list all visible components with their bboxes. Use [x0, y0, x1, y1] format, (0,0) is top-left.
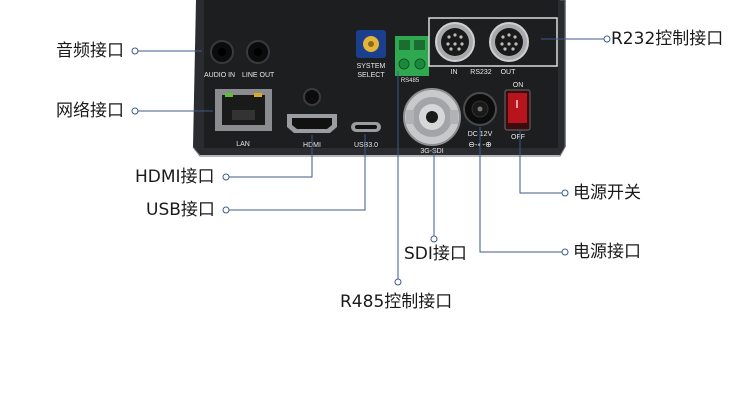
- rs485-label: RS485: [401, 78, 420, 84]
- leader-usb: [228, 134, 366, 211]
- callout-audio: 音频接口: [56, 41, 124, 61]
- audio-in-jack: [210, 40, 234, 64]
- dot-audio: [131, 47, 139, 55]
- leader-power-port: [479, 127, 563, 253]
- callout-power-switch: 电源开关: [573, 183, 641, 203]
- dot-rs485: [394, 278, 402, 286]
- leader-hdmi: [228, 135, 313, 178]
- leader-dots: [131, 35, 611, 286]
- leader-lines: [138, 38, 605, 280]
- dot-network: [131, 107, 139, 115]
- system-select-dial: [356, 30, 386, 58]
- rs232-in-port: [435, 22, 475, 62]
- callout-hdmi: HDMI接口: [135, 167, 215, 187]
- dot-usb: [222, 206, 230, 214]
- usb-label: USB3.0: [354, 142, 378, 149]
- on-label: ON: [513, 82, 524, 89]
- out-label: OUT: [501, 69, 517, 76]
- sdi-bnc-port: [403, 88, 461, 146]
- callout-sdi: SDI接口: [404, 244, 467, 264]
- dot-rs232: [603, 35, 611, 43]
- power-switch: [504, 89, 531, 131]
- dot-power-switch: [561, 189, 569, 197]
- usb-port: [351, 122, 381, 132]
- leader-power-switch: [519, 131, 563, 194]
- hdmi-port: [287, 114, 337, 133]
- rs232-out-port: [489, 22, 529, 62]
- rs232-frame: [428, 17, 558, 67]
- callout-usb: USB接口: [146, 200, 215, 220]
- lan-label: LAN: [236, 141, 250, 148]
- rs232-label: RS232: [470, 69, 492, 76]
- callout-network: 网络接口: [56, 101, 124, 121]
- line-out-label: LINE OUT: [242, 72, 275, 79]
- sdi-label: 3G-SDI: [420, 148, 443, 155]
- callout-power-port: 电源接口: [573, 242, 641, 262]
- rs485-terminal: [395, 36, 429, 76]
- dot-sdi: [430, 235, 438, 243]
- select-label: SELECT: [357, 72, 385, 79]
- off-label: OFF: [511, 134, 525, 141]
- lan-port: [215, 89, 272, 131]
- line-out-jack: [246, 40, 270, 64]
- callout-rs485: R485控制接口: [340, 292, 453, 312]
- audio-in-label: AUDIO IN: [204, 72, 235, 79]
- callout-rs232: R232控制接口: [611, 29, 724, 49]
- screw-icon: [303, 88, 321, 106]
- dot-hdmi: [222, 173, 230, 181]
- dot-power-port: [561, 248, 569, 256]
- system-label: SYSTEM: [357, 63, 386, 70]
- dc-power-jack: [463, 92, 497, 126]
- in-label: IN: [451, 69, 458, 76]
